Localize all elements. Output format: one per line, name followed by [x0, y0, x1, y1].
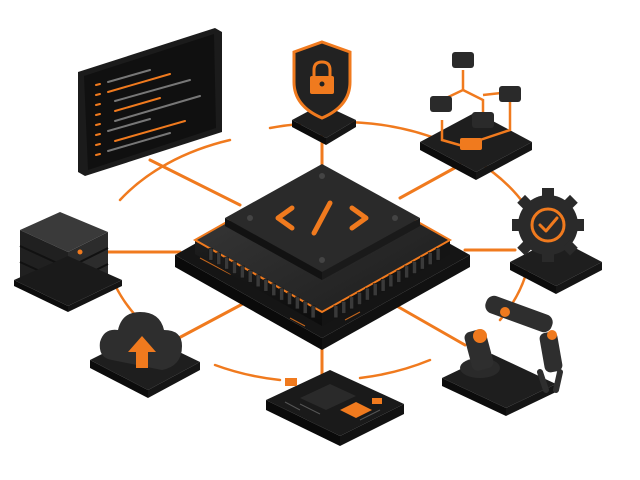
network-tree-icon	[430, 52, 521, 150]
central-chip	[175, 164, 470, 350]
chip-pin	[216, 252, 222, 265]
chip-pin	[232, 261, 237, 274]
cloud-upload	[90, 312, 200, 398]
chip-pin	[279, 287, 284, 301]
code-monitor	[78, 28, 222, 176]
robot-arm-icon	[460, 295, 563, 393]
chip-pin	[302, 301, 308, 314]
chip-pin	[396, 270, 402, 283]
chip-pin	[427, 252, 433, 265]
server-icon	[14, 212, 122, 312]
chip-pin	[310, 305, 316, 319]
chip-pin	[341, 301, 347, 314]
cloud-upload-icon	[99, 312, 182, 370]
chip-pin	[255, 274, 261, 288]
chip-pin	[287, 292, 292, 305]
chip-pin	[240, 265, 245, 279]
microcontroller-board	[266, 370, 404, 446]
gear-check-icon	[512, 188, 584, 262]
security-shield	[292, 40, 356, 145]
chip-pin	[420, 256, 425, 270]
chip-pin	[357, 292, 362, 305]
settings-gear	[510, 188, 602, 294]
chip-pin	[271, 283, 277, 296]
server-stack	[14, 212, 122, 312]
chip-pin	[435, 247, 441, 261]
chip-pin	[388, 274, 394, 288]
chip-pin	[404, 265, 409, 279]
robotic-arm	[442, 295, 563, 416]
chip-pin	[372, 283, 378, 296]
network-hierarchy	[420, 52, 532, 180]
code-editor-icon	[95, 69, 201, 156]
circuit-board-icon	[266, 370, 404, 446]
chip-pin	[412, 261, 417, 274]
padlock-shield-icon	[310, 60, 334, 94]
chip-pin	[333, 305, 339, 319]
chip-pin	[349, 296, 354, 310]
connector-lines	[103, 133, 517, 387]
chip-pin	[263, 278, 269, 292]
chip-pin	[295, 296, 300, 310]
chip-pin	[365, 287, 370, 301]
chip-pin	[224, 256, 229, 270]
chip-pin	[247, 270, 253, 283]
chip-pin	[208, 247, 214, 261]
chip-pin	[380, 278, 386, 292]
code-brackets-icon	[275, 200, 369, 236]
